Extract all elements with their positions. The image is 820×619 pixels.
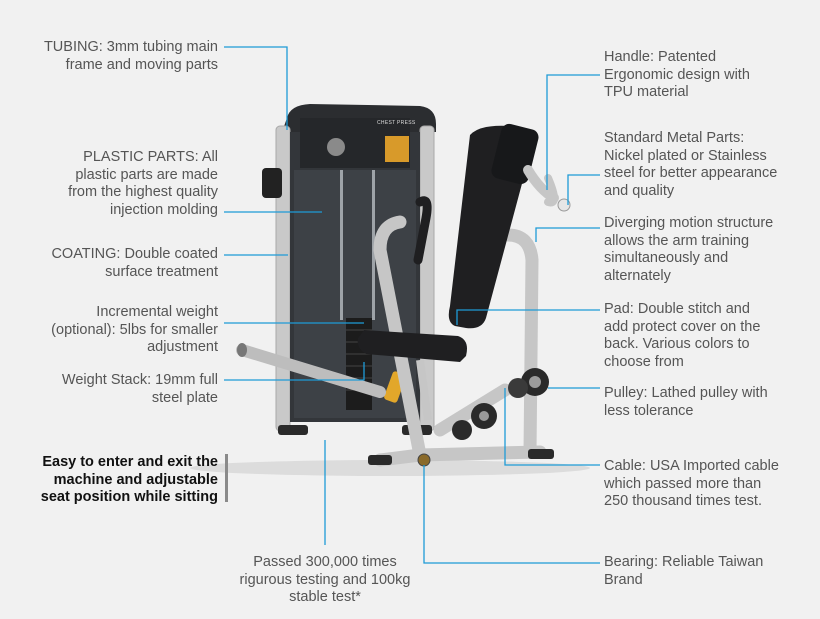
emphasis-bar [225, 454, 228, 502]
label-line: and quality [604, 182, 675, 199]
diverging-motion-label: Diverging motion structure allows the ar… [604, 215, 773, 285]
label-line: adjustment [147, 339, 218, 355]
label-line: frame and moving parts [65, 56, 218, 73]
frame-foot [528, 449, 554, 459]
label-line: injection molding [109, 201, 218, 218]
label-line: Easy to enter and exit the [42, 454, 218, 470]
callout-lines [224, 46, 600, 564]
label-line: which passed more than [604, 475, 762, 492]
seat-pad [357, 330, 467, 421]
label-line: Incremental weight [96, 304, 218, 320]
label-line: Weight Stack: 19mm full [61, 372, 218, 388]
floor-shadow [190, 460, 590, 476]
label-line: Passed 300,000 times [253, 554, 397, 570]
plastic-parts-label: PLASTIC PARTS: All plastic parts are mad… [68, 149, 218, 219]
cable-label: Cable: USA Imported cable which passed m… [604, 458, 779, 511]
label-line: Ergonomic design with [604, 66, 750, 83]
metal-parts-label: Standard Metal Parts: Nickel plated or S… [604, 130, 777, 200]
label-line: back. Various colors to [604, 336, 750, 352]
tubing-label: TUBING: 3mm tubing main frame and moving… [44, 39, 218, 74]
bearing-label: Bearing: Reliable Taiwan Brand [604, 554, 763, 589]
incremental-weight-label: Incremental weight (optional): 5lbs for … [51, 304, 218, 357]
label-line: Pulley: Lathed pulley with [604, 385, 768, 401]
frame-foot [368, 455, 392, 465]
label-line: simultaneously and [604, 250, 729, 266]
pulleys [452, 368, 549, 440]
label-line: allows the arm training [604, 232, 750, 249]
label-line: steel for better appearance [604, 165, 778, 181]
label-line: Pad: Double stitch and [604, 301, 750, 317]
label-line: rigurous testing and 100kg [239, 571, 411, 588]
label-line: Handle: Patented [604, 49, 717, 65]
label-line: stable test* [289, 589, 361, 605]
label-line: Bearing: Reliable Taiwan [604, 554, 764, 570]
label-line: Cable: USA Imported cable [604, 458, 779, 474]
label-line: Diverging motion structure [604, 215, 774, 231]
label-line: TPU material [604, 84, 689, 100]
label-line: COATING: Double coated [51, 246, 218, 262]
coating-label: COATING: Double coated surface treatment [51, 246, 218, 281]
bearing [417, 453, 431, 467]
foot-bar [236, 343, 386, 398]
label-line: add protect cover on the [604, 318, 761, 335]
handle-label: Handle: Patented Ergonomic design with T… [604, 49, 750, 102]
label-line: PLASTIC PARTS: All [83, 149, 218, 165]
machine-placard: CHEST PRESS [377, 120, 416, 126]
easy-access-label: Easy to enter and exit the machine and a… [41, 454, 218, 507]
label-line: surface treatment [105, 263, 218, 280]
label-line: machine and adjustable [53, 471, 218, 488]
label-line: (optional): 5lbs for smaller [51, 321, 218, 338]
handles [413, 165, 571, 265]
label-line: steel plate [151, 389, 218, 406]
label-line: Nickel plated or Stainless [604, 147, 767, 164]
label-line: TUBING: 3mm tubing main [43, 39, 218, 55]
label-line: less tolerance [604, 402, 694, 419]
label-line: alternately [604, 267, 671, 284]
label-line: from the highest quality [68, 184, 218, 200]
label-line: Brand [604, 571, 643, 588]
label-line: seat position while sitting [40, 489, 218, 505]
pad-label: Pad: Double stitch and add protect cover… [604, 301, 760, 371]
label-line: plastic parts are made [75, 166, 218, 183]
label-line: 250 thousand times test. [604, 493, 762, 509]
label-line: choose from [604, 353, 684, 370]
testing-label: Passed 300,000 times rigurous testing an… [205, 554, 445, 607]
pulley-label: Pulley: Lathed pulley with less toleranc… [604, 385, 768, 420]
label-line: Standard Metal Parts: [604, 130, 745, 146]
weight-stack-label: Weight Stack: 19mm full steel plate [62, 372, 218, 407]
